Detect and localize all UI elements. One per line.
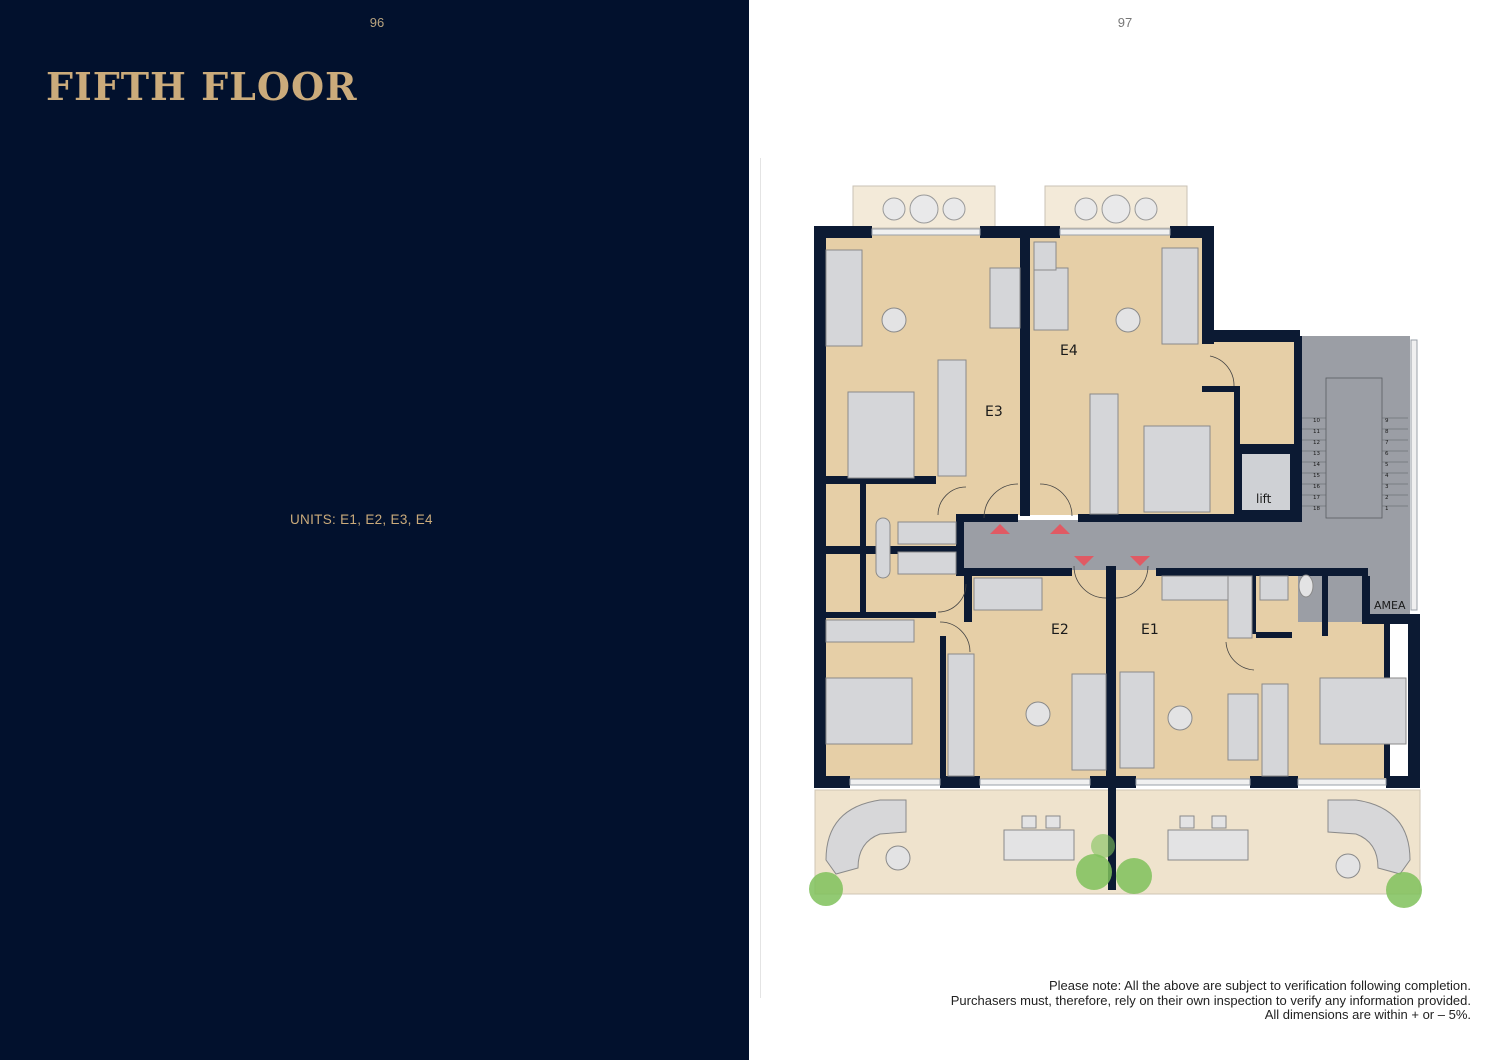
amea-label: AMEA — [1374, 599, 1406, 612]
svg-text:1: 1 — [1385, 506, 1389, 512]
room-labels: E3 E4 E2 E1 lift AMEA — [985, 343, 1406, 638]
svg-text:7: 7 — [1385, 440, 1389, 446]
disclaimer-line: Purchasers must, therefore, rely on thei… — [950, 992, 1471, 1008]
svg-text:9: 9 — [1385, 418, 1389, 424]
stair-numbers: 10 11 12 13 14 15 16 17 18 9 8 7 6 5 4 3… — [1313, 418, 1389, 512]
disclaimer: Please note: All the above are subject t… — [950, 978, 1471, 1023]
floor-title: FIFTH FLOOR — [46, 64, 358, 109]
left-page: 96 FIFTH FLOOR UNITS: E1, E2, E3, E4 — [0, 0, 749, 1060]
page-divider — [760, 158, 761, 998]
svg-text:11: 11 — [1313, 429, 1320, 435]
svg-text:3: 3 — [1385, 484, 1389, 490]
svg-text:12: 12 — [1313, 440, 1320, 446]
unit-label-e1: E1 — [1141, 622, 1159, 638]
lift-label: lift — [1256, 492, 1272, 506]
page-number-left: 96 — [369, 15, 385, 30]
unit-label-e4: E4 — [1060, 343, 1078, 359]
unit-label-e2: E2 — [1051, 622, 1069, 638]
unit-label-e3: E3 — [985, 404, 1003, 420]
svg-text:8: 8 — [1385, 429, 1389, 435]
top-balconies — [852, 185, 1188, 229]
svg-text:14: 14 — [1313, 462, 1320, 468]
svg-text:13: 13 — [1313, 451, 1320, 457]
svg-text:5: 5 — [1385, 462, 1389, 468]
svg-text:4: 4 — [1385, 473, 1389, 479]
floor-plan: E3 E4 E2 E1 lift AMEA 10 11 12 13 14 15 … — [809, 185, 1422, 908]
units-list: UNITS: E1, E2, E3, E4 — [290, 512, 433, 527]
svg-text:15: 15 — [1313, 473, 1320, 479]
disclaimer-line: Please note: All the above are subject t… — [1048, 978, 1471, 993]
svg-text:6: 6 — [1385, 451, 1389, 457]
svg-text:17: 17 — [1313, 495, 1320, 501]
svg-text:16: 16 — [1313, 484, 1320, 490]
svg-text:10: 10 — [1313, 418, 1320, 424]
page-number-right: 97 — [1117, 15, 1133, 30]
furniture — [825, 241, 1407, 777]
entry-markers — [990, 524, 1150, 566]
bottom-terrace — [809, 778, 1422, 908]
svg-text:18: 18 — [1313, 506, 1320, 512]
svg-text:2: 2 — [1385, 495, 1389, 501]
disclaimer-line: All dimensions are within + or – 5%. — [1264, 1007, 1471, 1022]
